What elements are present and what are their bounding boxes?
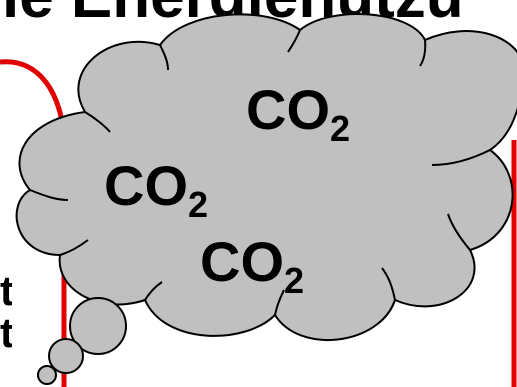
cloud-fold — [419, 39, 427, 67]
thought-bubble-medium — [48, 338, 84, 374]
cloud-fold — [274, 289, 285, 316]
cloud-fold — [59, 239, 89, 256]
thought-cloud — [15, 13, 517, 385]
co2-label-1: CO2 — [246, 82, 350, 150]
cloud-fold — [381, 267, 396, 301]
co2-formula: CO — [104, 154, 188, 217]
cloud-fold — [447, 213, 471, 251]
co2-subscript: 2 — [284, 260, 305, 301]
co2-subscript: 2 — [188, 184, 209, 225]
cloud-fold — [144, 281, 163, 301]
cloud-fold — [431, 149, 491, 166]
co2-subscript: 2 — [330, 108, 351, 149]
left-text-fragment-2: t — [0, 312, 12, 354]
left-text-fragment-1: t — [0, 270, 12, 312]
cloud-fold — [159, 44, 169, 71]
thought-bubble-large — [69, 297, 127, 355]
co2-formula: CO — [200, 230, 284, 293]
cloud-fold — [84, 111, 111, 133]
thought-bubble-small — [37, 365, 57, 385]
co2-formula: CO — [246, 78, 330, 141]
cloud-fold — [29, 189, 69, 201]
cloud-fold — [287, 29, 301, 53]
co2-label-2: CO2 — [104, 158, 208, 226]
cloud-shape — [15, 13, 517, 342]
co2-label-3: CO2 — [200, 234, 304, 302]
